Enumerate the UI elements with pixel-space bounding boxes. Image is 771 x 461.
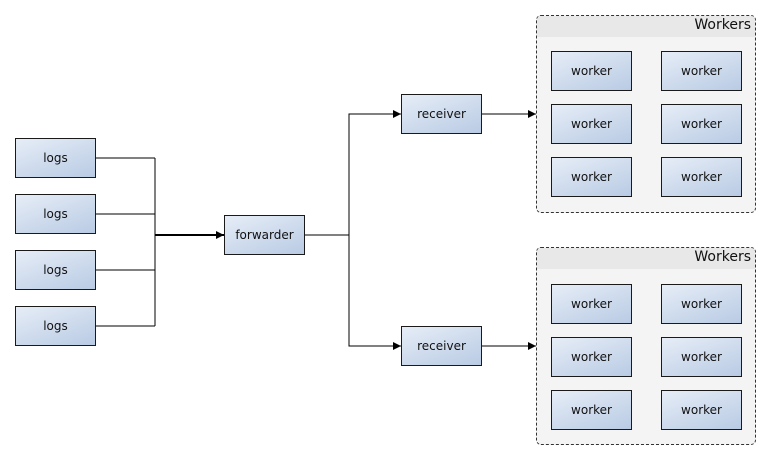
worker-node: worker [551,157,632,197]
worker-node: worker [551,390,632,430]
to-receiver-2-arrow [348,235,401,350]
worker-node: worker [551,284,632,324]
logs-source-2: logs [15,194,96,234]
workers-group-title: Workers [694,17,751,33]
workers-group-header: Workers [537,16,755,37]
worker-node: worker [661,51,742,91]
receiver-node-1: receiver [401,94,482,134]
logs-source-1: logs [15,138,96,178]
logs-source-3: logs [15,250,96,290]
forwarder-node: forwarder [224,215,305,255]
workers-group-1: Workers worker worker worker worker work… [536,15,756,213]
receiver-node-2: receiver [401,326,482,366]
worker-node: worker [661,337,742,377]
to-receiver-1-arrow [348,110,401,235]
workers-group-2: Workers worker worker worker worker work… [536,247,756,445]
logs-source-4: logs [15,306,96,346]
worker-node: worker [661,390,742,430]
workers-group-title: Workers [694,249,751,265]
worker-node: worker [551,51,632,91]
worker-node: worker [661,157,742,197]
workers-group-header: Workers [537,248,755,269]
worker-node: worker [661,284,742,324]
worker-node: worker [551,104,632,144]
worker-node: worker [551,337,632,377]
worker-node: worker [661,104,742,144]
